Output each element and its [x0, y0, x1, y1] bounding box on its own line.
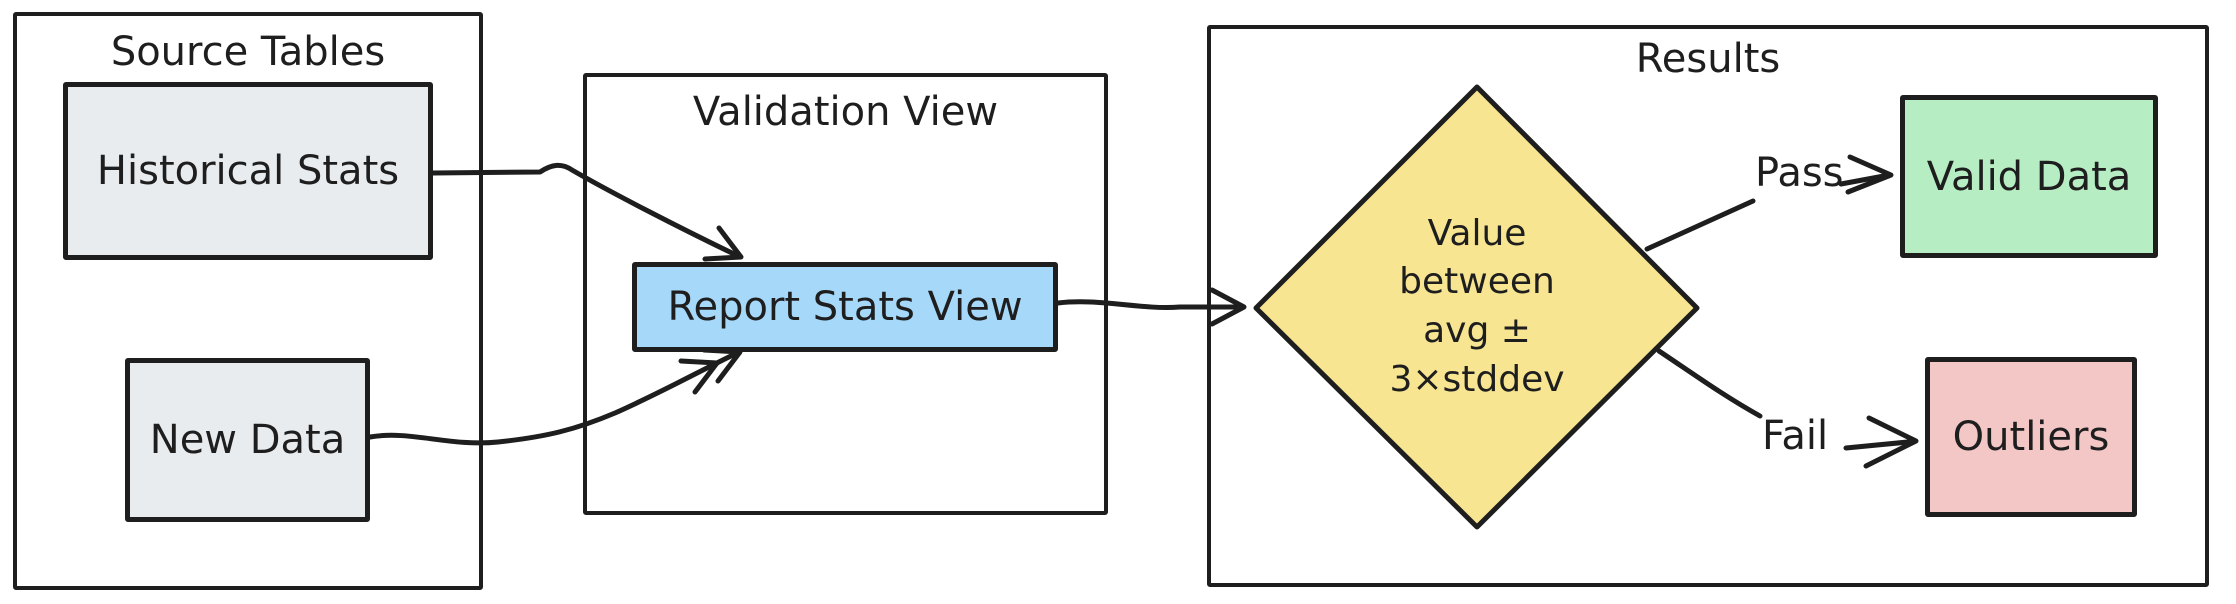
decision-label: Value between avg ± 3×stddev	[1389, 212, 1565, 400]
node-report-stats-view: Report Stats View	[632, 262, 1058, 352]
node-outliers: Outliers	[1925, 357, 2137, 517]
group-source-tables-title: Source Tables	[110, 29, 386, 75]
group-results-title: Results	[1635, 36, 1781, 82]
group-source-tables: Source Tables	[13, 12, 483, 590]
node-historical-stats: Historical Stats	[63, 82, 433, 260]
edge-label-fail: Fail	[1762, 413, 1829, 459]
group-validation-view-title: Validation View	[692, 89, 999, 135]
node-historical-stats-label: Historical Stats	[96, 148, 400, 194]
node-report-stats-view-label: Report Stats View	[667, 284, 1023, 330]
node-valid-data-label: Valid Data	[1926, 153, 2132, 200]
node-new-data: New Data	[125, 358, 370, 522]
node-new-data-label: New Data	[149, 417, 346, 463]
node-outliers-label: Outliers	[1952, 414, 2110, 460]
edge-label-pass: Pass	[1755, 150, 1844, 196]
node-valid-data: Valid Data	[1900, 95, 2158, 258]
group-validation-view: Validation View	[583, 73, 1108, 515]
